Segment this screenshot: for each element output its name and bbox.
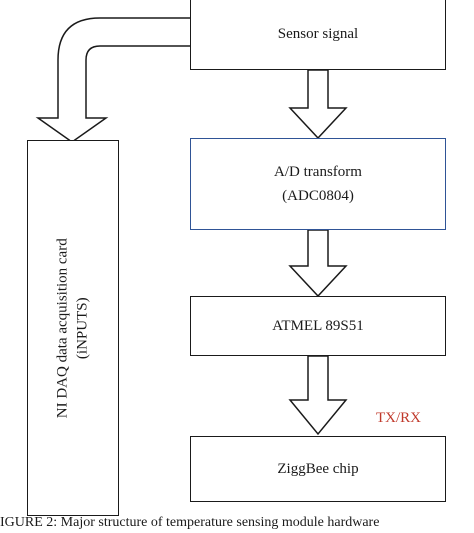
atmel-label: ATMEL 89S51 [272,318,364,334]
atmel-box: ATMEL 89S51 [190,296,446,356]
zigbee-box: ZiggBee chip [190,436,446,502]
daq-card-label-group: NI DAQ data acquisition card (iNPUTS) [53,238,94,418]
ad-to-atmel-arrow [288,229,348,298]
daq-card-label: NI DAQ data acquisition card [54,238,71,418]
sensor-to-ad-arrow [288,69,348,140]
sensor-to-daq-arrow [35,17,190,143]
adc-part-label: (ADC0804) [282,188,354,204]
daq-inputs-label: (iNPUTS) [75,297,92,359]
atmel-to-zigbee-arrow [288,355,348,436]
tx-rx-label: TX/RX [376,410,421,426]
daq-card-box: NI DAQ data acquisition card (iNPUTS) [27,140,119,516]
zigbee-label: ZiggBee chip [277,461,359,477]
ad-transform-label: A/D transform [274,164,362,180]
sensor-signal-label: Sensor signal [277,26,359,42]
sensor-signal-box: Sensor signal [190,0,446,70]
figure-caption: IGURE 2: Major structure of temperature … [0,515,380,530]
ad-transform-box: A/D transform (ADC0804) [190,138,446,230]
